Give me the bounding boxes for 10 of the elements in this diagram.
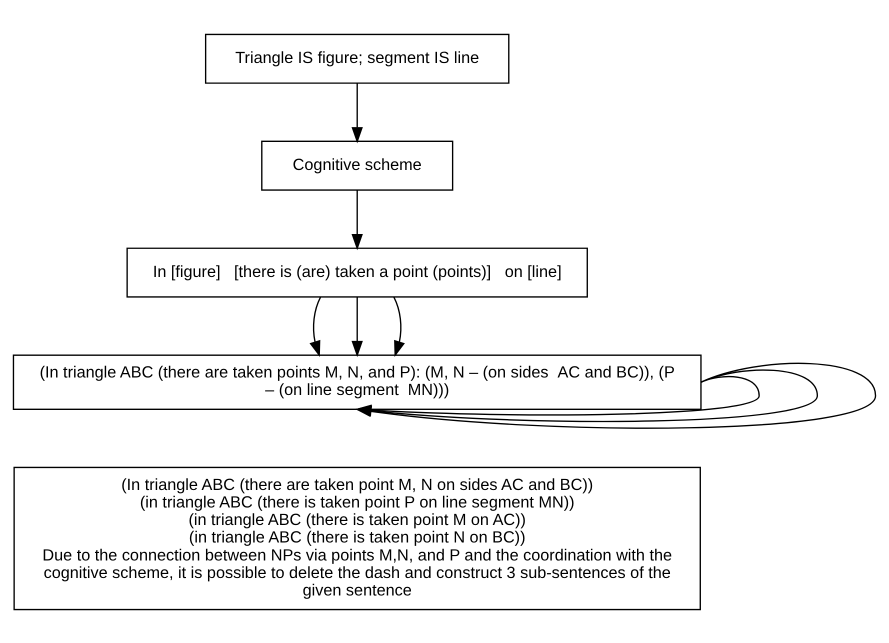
arrow	[309, 296, 322, 357]
arrow	[352, 82, 363, 143]
node-box: (In triangle ABC (there are taken points M, N, and P): (M, N – (on sides AC and BC)), (P – (on line segment MN)))	[12, 354, 702, 410]
node-box: (In triangle ABC (there are taken point M, N on sides AC and BC)) (in triangle ABC (there is taken point P on line segment MN)) (in triangle ABC (there is taken point M on AC)) (in triangle ABC (there is taken point N on BC)) Due to the connection between NPs via points M,N, and P and the coordination with the cognitive scheme, it is possible to delete the dash and construct 3 sub-sentences of the given sentence	[13, 466, 701, 610]
arrow	[352, 296, 363, 357]
arrow	[352, 190, 363, 250]
node-box: In [figure] [there is (are) taken a point (points)] on [line]	[126, 247, 588, 298]
node-box: Triangle IS figure; segment IS line	[204, 33, 510, 84]
arrow	[393, 296, 405, 357]
node-box: Cognitive scheme	[261, 140, 454, 190]
